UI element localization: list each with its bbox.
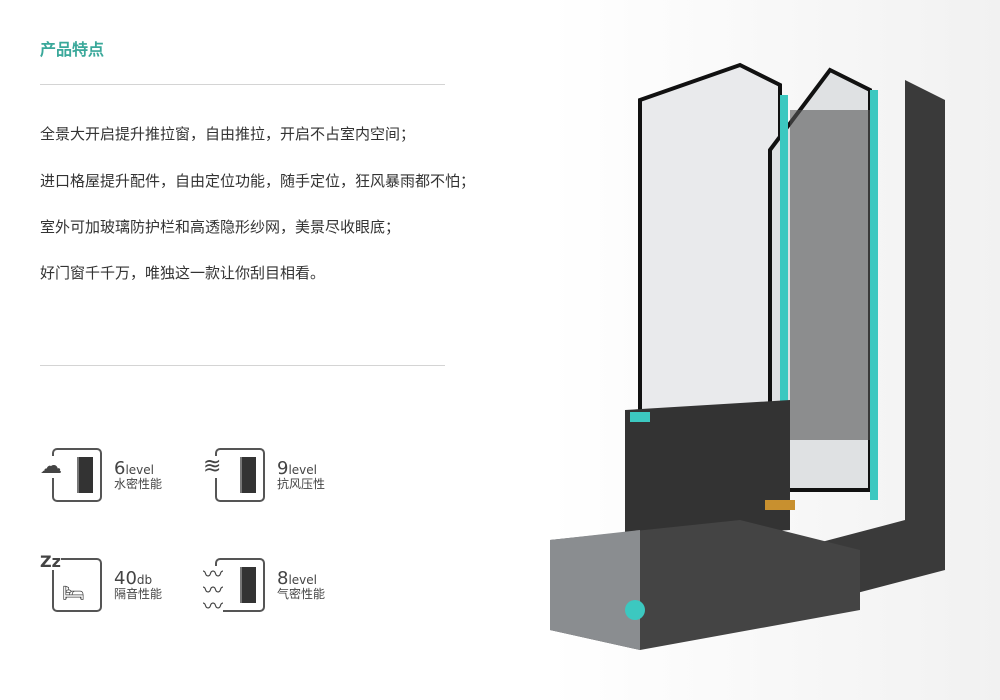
seal-strip — [630, 412, 650, 422]
spec-label: 抗风压性 — [277, 477, 326, 492]
feature-line: 全景大开启提升推拉窗，自由推拉，开启不占室内空间； — [40, 125, 416, 143]
frame-inner — [790, 110, 870, 440]
spec-value: 6 — [114, 457, 126, 479]
spec-label: 隔音性能 — [114, 587, 163, 602]
door-icon — [240, 567, 256, 603]
seal-strip — [870, 90, 878, 500]
spec-unit: level — [125, 462, 154, 477]
window-profile-image — [550, 62, 945, 650]
feature-line: 室外可加玻璃防护栏和高透隐形纱网，美景尽收眼底； — [40, 218, 401, 236]
wind-icon: ≋ — [203, 454, 222, 479]
spec-unit: level — [288, 572, 317, 587]
door-icon — [240, 457, 256, 493]
brush-seal — [765, 500, 795, 510]
air-waves-icon: 〰〰〰 — [203, 562, 223, 618]
sleep-bed-icon: Zz — [40, 552, 61, 571]
spec-value: 8 — [277, 567, 289, 589]
seal-strip — [625, 600, 645, 620]
spec-label: 气密性能 — [277, 587, 326, 602]
door-icon — [77, 457, 93, 493]
seal-strip — [780, 95, 788, 435]
rain-cloud-icon: ☁ — [40, 454, 62, 479]
divider — [40, 365, 445, 366]
spec-label: 水密性能 — [114, 477, 163, 492]
divider — [40, 84, 445, 85]
spec-value: 40 — [114, 567, 137, 589]
feature-line: 进口格屋提升配件，自由定位功能，随手定位，狂风暴雨都不怕； — [40, 172, 476, 190]
section-title: 产品特点 — [40, 40, 105, 59]
spec-unit: level — [288, 462, 317, 477]
sash-rail — [625, 400, 790, 540]
spec-unit: db — [136, 572, 153, 587]
glass-pane — [638, 62, 782, 432]
spec-value: 9 — [277, 457, 289, 479]
feature-line: 好门窗千千万，唯独这一款让你刮目相看。 — [40, 264, 326, 282]
sill-section — [550, 530, 640, 650]
